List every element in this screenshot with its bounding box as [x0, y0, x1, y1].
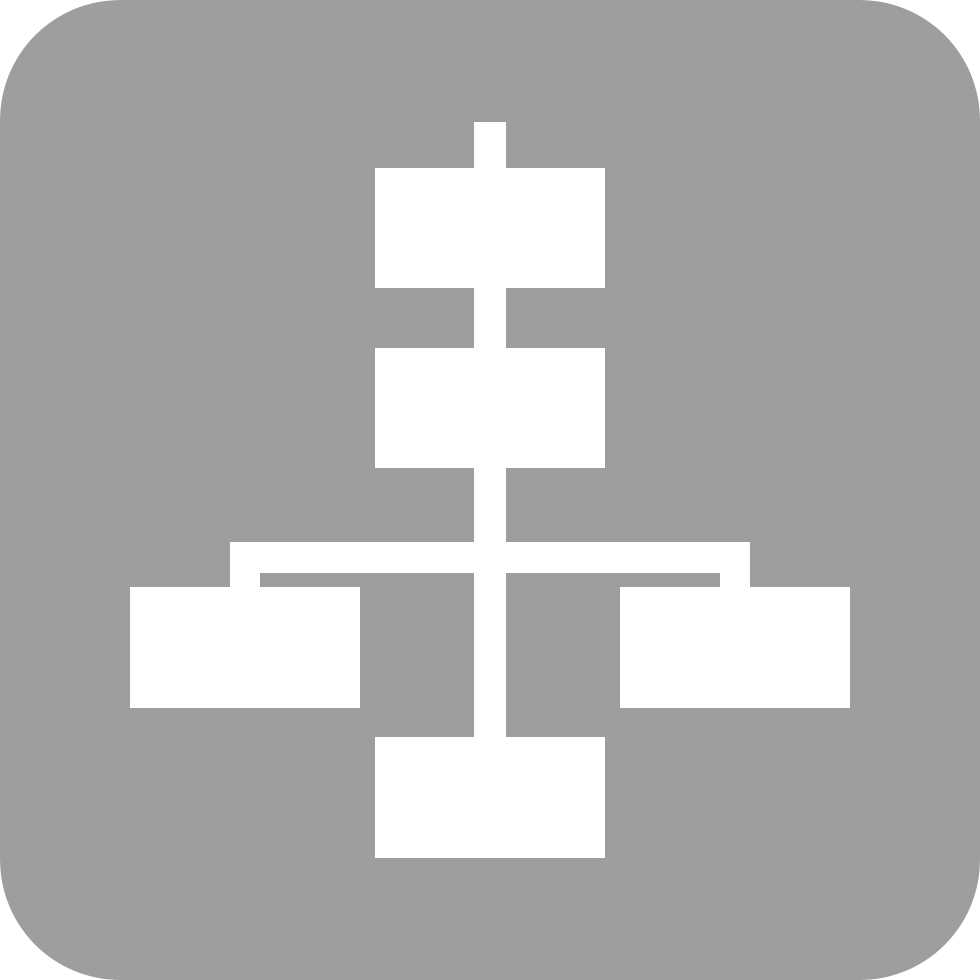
flow-box-top [375, 168, 605, 288]
flow-box-left [130, 587, 360, 708]
flow-box-right [620, 587, 850, 708]
branch-drop-right [720, 542, 750, 590]
top-connector [474, 122, 506, 170]
branch-bar [230, 542, 750, 573]
flowchart-glyph [130, 122, 850, 858]
flow-box-bottom [375, 737, 605, 858]
branch-drop-left [230, 542, 260, 590]
trunk-connector [474, 466, 506, 740]
connector-1-2 [474, 286, 506, 350]
flow-box-middle [375, 348, 605, 468]
